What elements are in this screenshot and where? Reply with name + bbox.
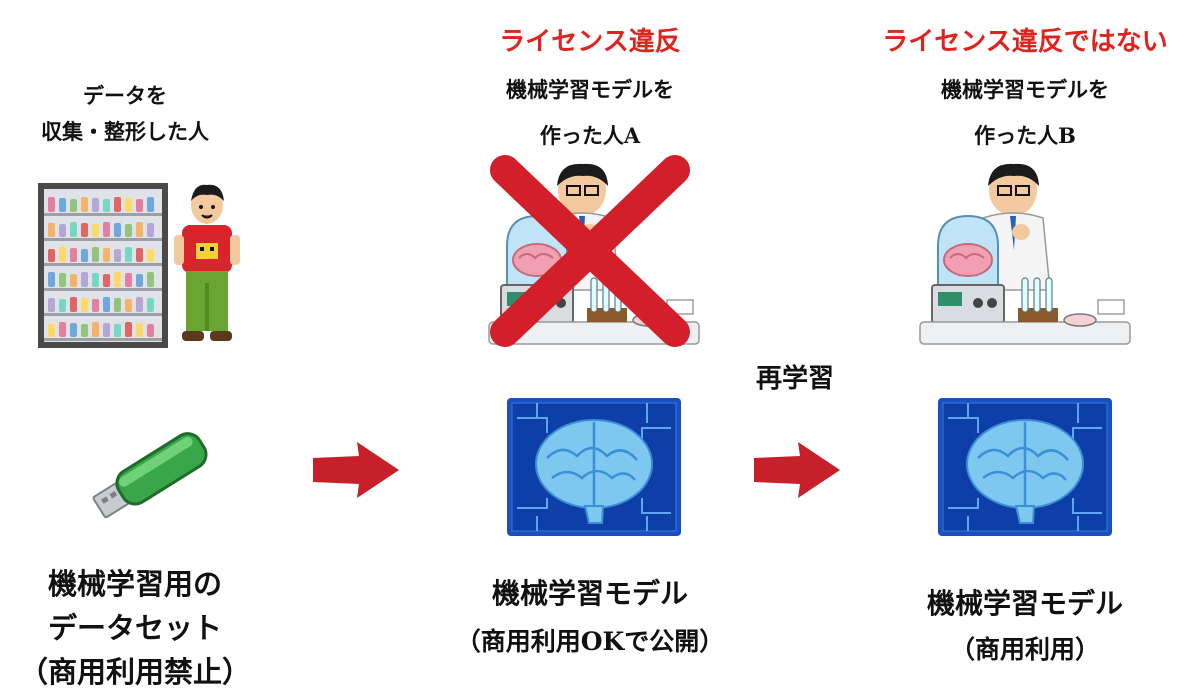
collector-title-line2: 収集・整形した人 [41,119,209,144]
retrain-label: 再学習 [755,364,834,394]
model-b-usage: （商用利用） [949,635,1100,664]
ai-brain-chip-icon [505,396,683,538]
arrow-right-icon [754,442,840,498]
ai-brain-chip-icon [936,396,1114,538]
dataset-label-line2: データセット [47,611,222,645]
data-collector-person-icon [174,184,240,341]
model-b-status: ライセンス違反ではない [882,27,1168,57]
dataset-label-line1: 機械学習用の [47,567,222,601]
model-a-creator-line2: 作った人A [539,123,641,148]
cross-mark-icon [490,155,690,347]
dataset-shelf-icon [38,183,168,348]
model-a-label: 機械学習モデル [491,577,688,610]
dataset-label: 機械学習用の データセット （商用利用禁止） [0,562,270,694]
usb-drive-icon [92,432,208,519]
collector-title-line1: データを [83,83,167,108]
dataset-label-line3: （商用利用禁止） [18,655,251,689]
model-b-creator: 機械学習モデルを 作った人B [885,72,1165,154]
model-a-label-block: 機械学習モデル （商用利用OKで公開） [440,575,740,661]
collector-title: データを 収集・整形した人 [20,78,230,150]
model-a-status: ライセンス違反 [499,27,681,57]
model-a-creator-line1: 機械学習モデルを [506,77,674,102]
model-a-creator: 機械学習モデルを 作った人A [450,72,730,154]
model-b-label-block: 機械学習モデル （商用利用） [875,585,1175,669]
arrow-right-icon [313,442,399,498]
researcher-lab-icon [919,162,1131,345]
model-b-label: 機械学習モデル [926,587,1123,620]
model-b-creator-line1: 機械学習モデルを [941,77,1109,102]
model-a-usage: （商用利用OKで公開） [455,627,725,656]
model-b-creator-line2: 作った人B [974,123,1076,148]
